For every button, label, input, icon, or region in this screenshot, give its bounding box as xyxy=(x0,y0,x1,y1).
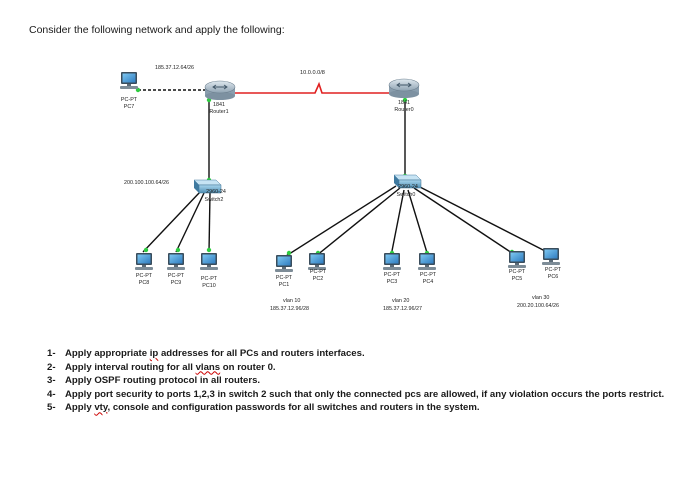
switch0-name: Switch0 xyxy=(397,192,416,198)
task-underlined-word: vty xyxy=(94,402,108,414)
task-text: Apply OSPF routing protocol in all route… xyxy=(65,375,261,387)
vlan30-name: vlan 30 xyxy=(532,295,549,301)
pc9-name: PC9 xyxy=(171,280,182,286)
pc1-name: PC1 xyxy=(279,282,290,288)
task-text-end: addresses for all PCs and routers interf… xyxy=(158,348,365,359)
pc7[interactable]: PC-PT PC7 xyxy=(120,72,138,110)
task-number: 5- xyxy=(47,402,56,414)
router0-name: Router0 xyxy=(394,107,413,113)
pc8-icon xyxy=(135,253,153,270)
vlan30-label: vlan 30 200.20.100.64/26 xyxy=(517,295,559,309)
vlan10-label: vlan 10 185.37.12.96/28 xyxy=(270,298,309,312)
router0-model: 1841 xyxy=(398,100,410,106)
vlan10-name: vlan 10 xyxy=(283,298,300,304)
pc8-type: PC-PT xyxy=(136,273,153,279)
router1[interactable]: 1841 Router1 xyxy=(204,80,236,115)
pc1-type: PC-PT xyxy=(276,275,293,281)
wan-link-label: 10.0.0.0/8 xyxy=(300,70,325,76)
pc1-icon xyxy=(275,255,293,272)
task-item: 1- Apply appropriate ip addresses for al… xyxy=(47,347,677,361)
page-heading: Consider the following network and apply… xyxy=(29,24,285,36)
switch0[interactable]: 2960-24 Switch0 xyxy=(393,174,422,198)
switch2-subnet-label: 200.100.100.64/26 xyxy=(124,180,169,186)
pc10[interactable]: PC-PT PC10 xyxy=(200,253,218,289)
pc4[interactable]: PC-PT PC4 xyxy=(418,253,437,285)
router1-name: Router1 xyxy=(209,109,228,115)
router0[interactable]: 1841 Router0 xyxy=(388,78,420,113)
pc6-name: PC6 xyxy=(548,274,559,280)
task-text: Apply interval routing for all xyxy=(65,361,196,373)
pc8-name: PC8 xyxy=(139,280,150,286)
task-text: Apply appropriate xyxy=(65,348,150,359)
pc7-type: PC-PT xyxy=(121,97,138,103)
pc7-name: PC7 xyxy=(124,104,135,110)
pc6-icon xyxy=(542,248,560,265)
task-list: 1- Apply appropriate ip addresses for al… xyxy=(47,347,677,415)
pc10-icon xyxy=(200,253,218,270)
pc4-type: PC-PT xyxy=(420,272,437,278)
pc4-name: PC4 xyxy=(423,279,434,285)
task-text-end: on router 0. xyxy=(220,361,276,373)
vlan30-subnet: 200.20.100.64/26 xyxy=(517,303,559,309)
switch0-model: 2960-24 xyxy=(398,184,418,190)
task-item: 4- Apply port security to ports 1,2,3 in… xyxy=(47,388,677,402)
task-underlined-word: ip xyxy=(149,348,159,359)
link-lights xyxy=(135,87,549,256)
pc9[interactable]: PC-PT PC9 xyxy=(167,253,185,286)
router0-icon xyxy=(388,78,420,99)
pc9-type: PC-PT xyxy=(168,273,185,279)
pc2-type: PC-PT xyxy=(310,269,327,275)
switch2-name: Switch2 xyxy=(205,197,224,203)
pc9-icon xyxy=(167,253,185,270)
pc6[interactable]: PC-PT PC6 xyxy=(542,248,562,280)
vlan10-subnet: 185.37.12.96/28 xyxy=(270,306,309,312)
pc5[interactable]: PC-PT PC5 xyxy=(508,251,526,282)
pc2-icon xyxy=(308,253,326,270)
vlan20-name: vlan 20 xyxy=(392,298,409,304)
serial-link xyxy=(226,81,403,94)
task-number: 1- xyxy=(47,348,56,359)
task-text: Apply port security to ports 1,2,3 in sw… xyxy=(65,388,665,400)
pc2-name: PC2 xyxy=(313,276,324,282)
pc10-type: PC-PT xyxy=(201,276,218,282)
network-diagram: 10.0.0.0/8 PC-PT PC7 185.37.12.64/26 184… xyxy=(120,65,562,312)
pc5-name: PC5 xyxy=(512,276,523,282)
pc7-icon xyxy=(120,72,138,89)
ethernet-links xyxy=(138,89,550,257)
router1-icon xyxy=(204,80,236,101)
pc3-type: PC-PT xyxy=(384,272,401,278)
pc3-name: PC3 xyxy=(387,279,398,285)
pc3-icon xyxy=(383,253,401,270)
pc7-subnet-label: 185.37.12.64/26 xyxy=(155,65,194,71)
task-text: Apply xyxy=(65,402,95,414)
pc8[interactable]: PC-PT PC8 xyxy=(135,253,153,286)
task-number: 2- xyxy=(47,361,56,373)
task-item: 3- Apply OSPF routing protocol in all ro… xyxy=(47,374,677,388)
vlan20-subnet: 185.37.12.96/27 xyxy=(383,306,422,312)
task-item: 5- Apply vty, console and configuration … xyxy=(47,401,677,415)
task-number: 4- xyxy=(47,388,56,400)
pc5-icon xyxy=(508,251,526,268)
task-number: 3- xyxy=(47,375,56,387)
vlan20-label: vlan 20 185.37.12.96/27 xyxy=(383,298,422,312)
pc2[interactable]: PC-PT PC2 xyxy=(308,253,327,282)
switch2-model: 2960-24 xyxy=(206,189,226,195)
task-text-end: , console and configuration passwords fo… xyxy=(107,402,480,414)
task-item: 2- Apply interval routing for all vlans … xyxy=(47,361,677,375)
pc5-type: PC-PT xyxy=(509,269,526,275)
pc6-type: PC-PT xyxy=(545,267,562,273)
pc1[interactable]: PC-PT PC1 xyxy=(275,255,293,288)
pc10-name: PC10 xyxy=(202,283,216,289)
pc3[interactable]: PC-PT PC3 xyxy=(383,253,401,285)
router1-model: 1841 xyxy=(213,102,225,108)
pc4-icon xyxy=(418,253,436,270)
switch2[interactable]: 2960-24 Switch2 xyxy=(193,179,226,203)
task-underlined-word: vlans xyxy=(195,361,221,373)
